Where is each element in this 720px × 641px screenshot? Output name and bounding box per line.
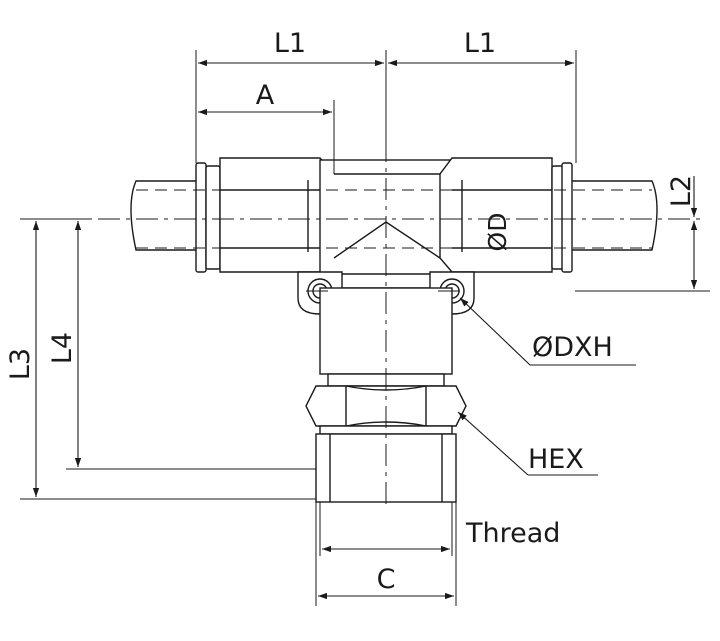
label-l4: L4 xyxy=(47,332,78,364)
right-release-collet xyxy=(551,162,573,273)
centre-lines xyxy=(22,140,700,510)
label-l3: L3 xyxy=(5,348,36,380)
tube-left xyxy=(130,180,196,251)
tube-right xyxy=(572,180,658,251)
label-hex: HEX xyxy=(528,444,584,475)
label-thread: Thread xyxy=(465,518,560,549)
dimension-labels: L1 L1 A L2 ØD L3 L4 ØDXH HEX Thread C xyxy=(5,28,697,595)
leader-lines xyxy=(457,297,636,476)
hidden-lines xyxy=(136,189,652,249)
label-c: C xyxy=(377,564,396,595)
label-l2: L2 xyxy=(666,175,697,207)
label-l1-right: L1 xyxy=(464,28,496,59)
left-release-collet xyxy=(195,162,221,273)
label-l1-left: L1 xyxy=(274,28,306,59)
extension-lines xyxy=(20,50,710,606)
dimension-lines xyxy=(32,59,698,600)
label-odxh: ØDXH xyxy=(532,332,613,363)
label-od: ØD xyxy=(483,213,512,252)
label-a: A xyxy=(256,80,275,111)
left-arm-body xyxy=(219,157,335,273)
